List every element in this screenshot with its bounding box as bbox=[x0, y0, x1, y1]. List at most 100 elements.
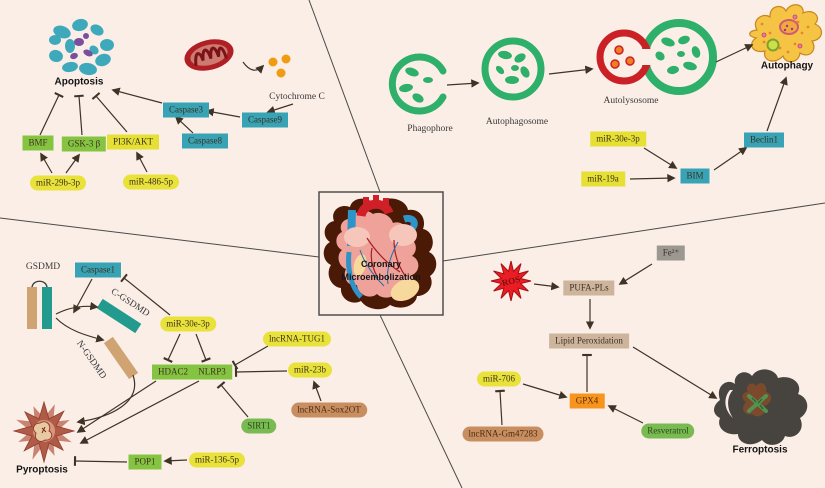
arrow-caspase8-to-caspase3 bbox=[174, 115, 194, 134]
node-caspase3: Caspase3 bbox=[163, 102, 209, 118]
autophagy-title: Autophagy bbox=[760, 60, 814, 72]
tbar-pop1-to-pyroptosis bbox=[73, 456, 128, 466]
tbar-tug1-to-nlrp3 bbox=[231, 345, 269, 370]
node-resveratrol: Resveratrol bbox=[641, 423, 695, 439]
autolysosome-icon bbox=[596, 19, 717, 95]
node-bim: BIM bbox=[680, 168, 710, 184]
node-mir-29b-3p: miR-29b-3p bbox=[30, 175, 86, 191]
arrow-mitochondria-to-cytochrome bbox=[242, 61, 265, 74]
arrow-mir29b-to-bmf bbox=[40, 152, 53, 174]
node-caspase9: Caspase9 bbox=[242, 112, 288, 128]
arrow-hdac2-to-pyroptosis bbox=[76, 380, 157, 433]
node-beclin1: Beclin1 bbox=[744, 132, 784, 148]
tbar-sirt1-to-nlrp3 bbox=[216, 381, 249, 418]
autophagosome-icon bbox=[481, 37, 545, 101]
node-lncrna-gm47283: lncRNA-Gm47283 bbox=[462, 426, 544, 442]
phagophore-icon bbox=[388, 53, 447, 115]
node-sirt1: SIRT1 bbox=[241, 418, 277, 434]
arrow-nlrp3-to-pyroptosis bbox=[79, 380, 200, 444]
node-mir-30e-3p-top: miR-30e-3p bbox=[590, 131, 646, 147]
ferroptosis-title: Ferroptosis bbox=[732, 444, 788, 456]
autophagy-cell-icon bbox=[749, 4, 822, 63]
heart-icon bbox=[323, 195, 437, 310]
arrow-cytochrome-to-caspase9 bbox=[266, 103, 294, 114]
node-mir-486-5p: miR-486-5p bbox=[123, 174, 179, 190]
tbar-mir30e-to-caspase1 bbox=[120, 273, 171, 316]
node-caspase8: Caspase8 bbox=[182, 133, 228, 149]
arrow-sox2ot-to-mir23b bbox=[312, 380, 322, 402]
node-fe: Fe²⁺ bbox=[656, 245, 686, 261]
arrow-cleave-to-c-gsdmd bbox=[55, 301, 99, 315]
arrow-caspase9-to-caspase3 bbox=[205, 108, 241, 118]
arrow-mir30e-to-bim bbox=[643, 147, 678, 169]
arrow-autolysosome-to-autophagy bbox=[715, 44, 754, 63]
divider-right bbox=[442, 202, 825, 262]
node-gpx4: GPX4 bbox=[569, 393, 605, 409]
arrow-ros-to-pufa bbox=[533, 281, 560, 291]
gsdmd-icon bbox=[27, 280, 52, 329]
links bbox=[39, 44, 788, 466]
divider-bottom bbox=[379, 314, 463, 488]
ferroptotic-cell-icon bbox=[714, 369, 808, 445]
arrow-caspase1-to-gsdmd bbox=[73, 278, 93, 314]
node-mir-706: miR-706 bbox=[476, 371, 522, 387]
cytochrome-c-icon bbox=[268, 54, 291, 78]
arrow-resveratrol-to-gpx4 bbox=[607, 405, 644, 424]
arrow-mir19a-to-bim bbox=[629, 173, 676, 183]
node-mir-30e-3p-bottom: miR-30e-3p bbox=[160, 316, 216, 332]
cme-line1: Coronary bbox=[360, 259, 401, 269]
tbar-bmf-to-apoptosis bbox=[39, 91, 64, 136]
node-lncrna-tug1: lncRNA-TUG1 bbox=[263, 331, 331, 347]
tbar-mir23b-to-nlrp3 bbox=[234, 367, 288, 377]
coronary-microembolization-label: Coronary Microembolization bbox=[319, 258, 443, 283]
tbar-gm47283-to-mir706 bbox=[495, 389, 505, 426]
arrow-n-gsdmd-to-pyroptosis bbox=[76, 374, 136, 426]
arrow-mir486-to-pi3k bbox=[136, 151, 148, 173]
mitochondria-icon bbox=[184, 39, 234, 71]
node-caspase1: Caspase1 bbox=[75, 262, 121, 278]
apoptosis-title: Apoptosis bbox=[54, 76, 104, 88]
arrow-lipid-to-ferroptosis bbox=[632, 346, 718, 399]
cytochrome-c-label: Cytochrome C bbox=[269, 92, 325, 102]
node-hdac2: HDAC2 bbox=[151, 364, 195, 380]
arrow-phagophore-to-autophagosome bbox=[446, 79, 480, 88]
node-bmf: BMF bbox=[22, 135, 54, 151]
arrow-mir29b-to-gsk3b bbox=[65, 153, 80, 174]
tbar-mir30e-to-hdac2 bbox=[163, 333, 181, 363]
tbar-gsk3b-to-apoptosis bbox=[74, 94, 84, 136]
gsdmd-label: GSDMD bbox=[25, 262, 61, 272]
autophagosome-label: Autophagosome bbox=[485, 117, 549, 127]
cme-line2: Microembolization bbox=[341, 271, 421, 282]
node-nlrp3: NLRP3 bbox=[192, 364, 232, 380]
arrow-fe-to-pufa bbox=[618, 263, 653, 285]
pyroptosis-title: Pyroptosis bbox=[16, 464, 68, 476]
node-pi3k-akt: PI3K/AKT bbox=[107, 134, 159, 150]
arrow-mir136-to-pop1 bbox=[163, 456, 188, 465]
arrow-caspase3-to-apoptosis bbox=[111, 87, 163, 104]
apoptotic-cell-icon bbox=[49, 18, 114, 76]
node-mir-136-5p: miR-136-5p bbox=[189, 452, 245, 468]
ros-star-icon bbox=[490, 260, 532, 302]
arrow-autophagosome-to-autolysosome bbox=[548, 65, 594, 75]
tbar-pi3k-to-apoptosis bbox=[91, 92, 128, 133]
divider-left bbox=[0, 217, 320, 258]
arrow-mir706-to-gpx4 bbox=[522, 383, 568, 400]
pyroptotic-cell-icon bbox=[12, 400, 76, 464]
node-mir-23b: miR-23b bbox=[287, 362, 333, 378]
n-gsdmd-bar bbox=[103, 336, 139, 380]
divider-top bbox=[308, 0, 381, 193]
arrow-bim-to-beclin1 bbox=[713, 147, 748, 171]
node-gsk3b: GSK-3 β bbox=[61, 136, 107, 152]
node-lipid-peroxidation: Lipid Peroxidation bbox=[549, 333, 629, 349]
node-pufa-pls: PUFA-PLs bbox=[563, 280, 615, 296]
node-pop1: POP1 bbox=[128, 454, 162, 470]
c-gsdmd-bar bbox=[96, 298, 142, 334]
autolysosome-label: Autolysosome bbox=[603, 96, 659, 106]
phagophore-label: Phagophore bbox=[407, 124, 453, 134]
arrow-cleave-to-n-gsdmd bbox=[55, 317, 105, 343]
tbar-mir30e-to-nlrp3 bbox=[195, 333, 211, 363]
node-lncrna-sox2ot: lncRNA-Sox2OT bbox=[291, 402, 367, 418]
arrow-beclin1-to-autophagy bbox=[766, 76, 788, 132]
